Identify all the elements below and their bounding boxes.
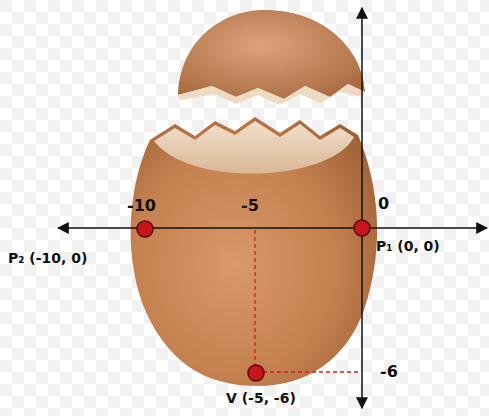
tick-label: -10 xyxy=(127,196,156,215)
point-label: P₁ (0, 0) xyxy=(376,238,440,255)
x-axis xyxy=(58,227,487,229)
egg-interior xyxy=(154,121,354,174)
tick-label: -6 xyxy=(380,362,398,381)
point-marker xyxy=(248,365,264,381)
guide-line xyxy=(263,371,362,372)
egg-shell xyxy=(131,117,378,386)
tick-label: -5 xyxy=(241,196,259,215)
tick-label: 0 xyxy=(378,194,389,213)
point-marker xyxy=(137,221,153,237)
point-marker xyxy=(354,220,370,236)
cap-edge xyxy=(178,84,365,105)
y-axis xyxy=(361,8,363,408)
guide-line xyxy=(254,230,255,366)
egg-cap xyxy=(178,10,365,99)
point-label: P₂ (-10, 0) xyxy=(8,250,87,267)
point-label: V (-5, -6) xyxy=(226,390,296,407)
